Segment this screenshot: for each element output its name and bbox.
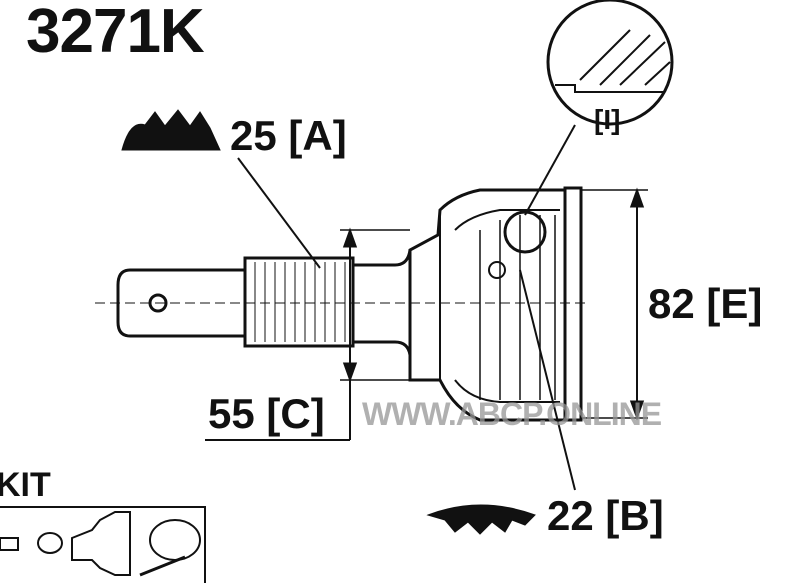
inner-spline-label: 22 [B]	[547, 492, 664, 539]
kit-label: KIT	[0, 466, 51, 504]
kit-large-clamp-tail	[139, 555, 186, 577]
outer-diameter-label: 82 [E]	[648, 280, 763, 327]
detail-hatching	[555, 29, 671, 93]
kit-nut-icon	[0, 537, 19, 551]
seal-diameter-label: 55 [C]	[208, 390, 325, 437]
detail-label: [I]	[594, 104, 621, 135]
outer-cup	[563, 186, 583, 422]
inner-race-circle	[488, 261, 506, 279]
part-number-title: 3271K	[26, 0, 205, 66]
spline-lines	[254, 262, 346, 342]
housing-top-contour	[454, 209, 560, 231]
outer-spline-label: 25 [A]	[230, 112, 347, 159]
splined-shaft	[243, 256, 355, 348]
housing-bottom-contour	[454, 379, 560, 403]
spline-icon-b	[426, 504, 536, 535]
detail-circle	[546, 0, 674, 126]
dimension-c-arrows	[342, 227, 358, 383]
kit-box	[0, 506, 206, 583]
leader-b	[519, 269, 576, 491]
shaft-hole	[148, 293, 168, 313]
shaft-stub	[116, 268, 245, 338]
leader-detail	[524, 124, 576, 216]
housing	[408, 188, 567, 422]
kit-large-clamp-icon	[149, 519, 201, 561]
kit-boot-icon	[71, 511, 131, 576]
kit-small-clamp-icon	[37, 532, 63, 554]
leader-a	[237, 157, 321, 269]
ball	[503, 210, 547, 254]
housing-ribs	[479, 215, 556, 400]
dimension-e-arrows	[629, 187, 645, 421]
spline-icon-a	[121, 109, 221, 151]
watermark: WWW.ABCP.ONLINE	[362, 396, 662, 432]
